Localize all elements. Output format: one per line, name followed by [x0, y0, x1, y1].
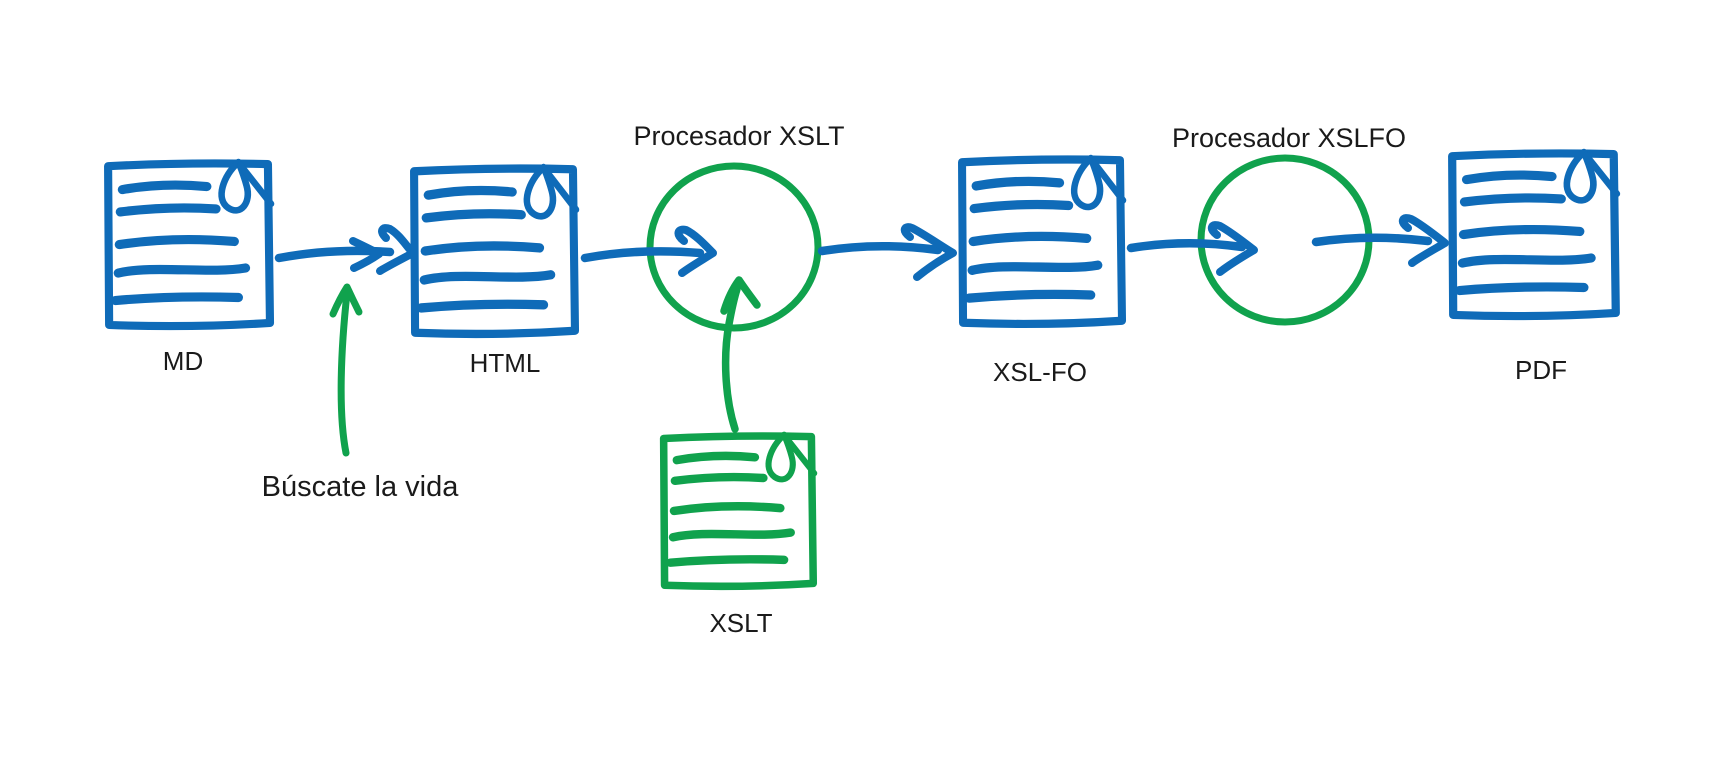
pdf-document-icon [1452, 152, 1617, 316]
arrow-xslt-to-processor [720, 276, 761, 433]
xsl-fo-document-icon [962, 158, 1123, 324]
annotation-label: Búscate la vida [261, 471, 459, 503]
pdf-label: PDF [1515, 355, 1567, 385]
arrow-md-to-html [274, 224, 417, 275]
procesador-xslfo-label: Procesador XSLFO [1171, 123, 1407, 153]
xslt-processor-circle [646, 162, 822, 332]
procesador-xslt-label: Procesador XSLT [633, 121, 845, 151]
arrow-xslfo-to-xslfo-processor [1126, 221, 1258, 276]
md-label: MD [162, 346, 204, 376]
xslt-document-icon [664, 435, 815, 587]
annotation-arrow [329, 283, 363, 457]
xslt-label: XSLT [709, 608, 773, 638]
arrow-xslt-processor-to-xslfo [817, 223, 957, 281]
md-document-icon [108, 162, 271, 326]
xsl-fo-label: XSL-FO [993, 357, 1087, 387]
html-document-icon [414, 167, 576, 334]
arrow-html-to-xslt-processor [580, 225, 717, 277]
arrow-xslfo-processor-to-pdf [1311, 214, 1449, 267]
html-label: HTML [469, 348, 541, 378]
